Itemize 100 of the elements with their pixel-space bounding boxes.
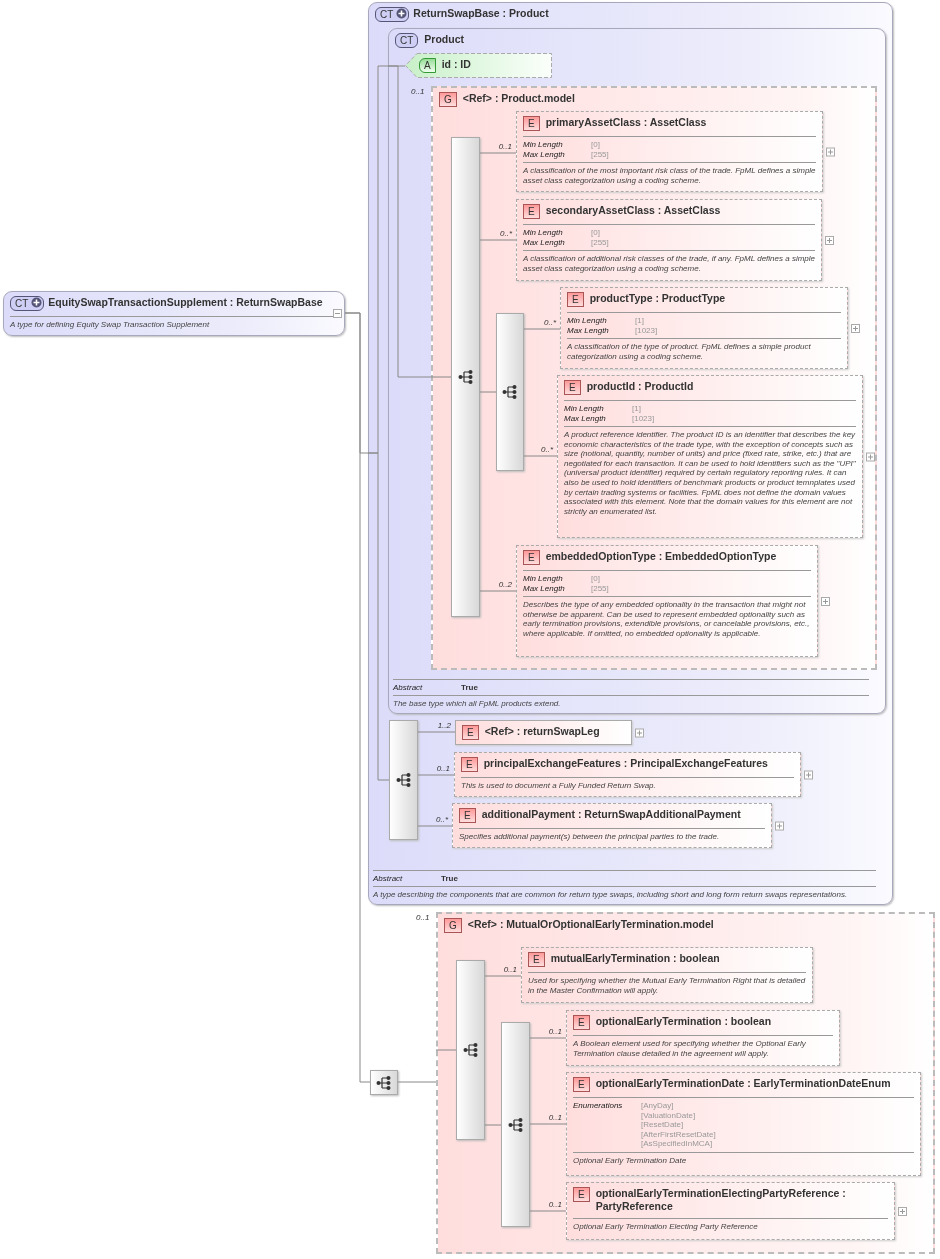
element-name: ReturnSwapBase : Product: [413, 7, 549, 20]
connector-line: [479, 239, 517, 241]
cardinality-label: 0..1: [411, 87, 425, 96]
element-name: Product: [424, 33, 464, 46]
description: This is used to document a Fully Funded Return Swap.: [461, 781, 657, 791]
connector-line: [367, 452, 390, 781]
property-value: [0]: [591, 228, 600, 238]
type-badge: E: [523, 116, 540, 131]
description: A type for defining Equity Swap Transaction Supplement: [10, 320, 211, 330]
element-box: [516, 111, 823, 192]
type-badge: E: [462, 725, 479, 740]
element-name: principalExchangeFeatures : PrincipalExchangeFeatures: [483, 757, 768, 770]
property-value: [255]: [591, 149, 609, 159]
element-box: [566, 1072, 921, 1176]
property-value: [ValuationDate]: [641, 1110, 697, 1120]
complex-type-box: [368, 2, 893, 905]
element-box: [516, 199, 822, 281]
element-name: optionalEarlyTerminationDate : EarlyTerminationDateEnum: [595, 1077, 891, 1090]
cardinality-label: 0..*: [436, 815, 448, 824]
element-name: embeddedOptionType : EmbeddedOptionType: [545, 550, 777, 563]
type-badge: G: [444, 918, 462, 933]
type-badge: E: [573, 1077, 590, 1092]
property-value: [AnyDay]: [641, 1101, 675, 1111]
property-value: [ResetDate]: [641, 1120, 685, 1130]
description: Optional Early Termination Date: [573, 1155, 688, 1166]
cardinality-label: 0..1: [498, 142, 512, 151]
element-box: [455, 720, 632, 745]
type-badge: E: [573, 1015, 590, 1030]
description: A product reference identifier. The product ID is an identifier that describes the key economic characteristics of the trade type, with the exception of concepts such as size (notional, quantity, number of units) and price (fixed rate, strike, etc.) that are negotiated for each transaction. It can be used to hold identifiers such as the "UPI" (universal product identifier) required by certain regulatory reporting rules. It can also be used to hold identifiers of benchmark products or product temnplates used by certain trading systems or facilities. FpML does not define the domain values associated with this element. Note that the domain values for this element are not strictly an enumerated list.: [564, 430, 856, 517]
connector-line: [397, 1081, 437, 1083]
element-name: primaryAssetClass : AssetClass: [545, 116, 707, 129]
description: A classification of additional risk classes of the trade, if any. FpML defines a simple asset class categorization using a coding scheme.: [523, 254, 815, 274]
connector-line: [479, 152, 517, 154]
type-badge: CT: [395, 33, 419, 48]
property-label: Max Length: [523, 237, 566, 247]
description: A Boolean element used for specifying whether the Optional Early Termination clause detailed in the agreement will apply.: [573, 1039, 807, 1059]
connector-line: [430, 376, 452, 378]
attribute-box: [405, 53, 552, 78]
property-value: [AfterFirstResetDate]: [641, 1129, 716, 1139]
description: A type describing the components that are common for return type swaps, including short and long form return swaps representations.: [373, 890, 849, 900]
type-badge: E: [523, 550, 540, 565]
cardinality-label: 0..1: [436, 764, 450, 773]
connector-line: [479, 590, 517, 592]
element-name: mutualEarlyTermination : boolean: [550, 952, 720, 965]
sequence-bar: [370, 1070, 398, 1095]
group-box: [436, 912, 935, 1254]
description: Used for specifying whether the Mutual Early Termination Right that is detailed in the Master Confirmation will apply.: [528, 976, 806, 996]
property-label: Enumerations: [573, 1101, 624, 1112]
property-label: Max Length: [567, 325, 610, 335]
element-name: id : ID: [441, 58, 471, 71]
property-value: True: [441, 873, 458, 884]
connector-line: [484, 975, 522, 977]
element-box: [566, 1182, 895, 1240]
connector-line: [417, 774, 455, 776]
element-box: [521, 947, 813, 1003]
connector-line: [417, 731, 456, 733]
cardinality-label: 1..2: [437, 721, 451, 730]
element-name: secondaryAssetClass : AssetClass: [545, 204, 721, 217]
cardinality-label: 0..1: [548, 1113, 562, 1122]
type-badge: E: [573, 1187, 590, 1202]
description: The base type which all FpML products extend.: [393, 699, 562, 709]
cardinality-label: 0..1: [416, 913, 430, 922]
sequence-bar: [501, 1022, 530, 1227]
property-label: Abstract: [373, 873, 404, 884]
complex-type-box: [388, 28, 886, 714]
property-label: Min Length: [523, 228, 564, 238]
type-badge: E: [459, 808, 476, 823]
sequence-bar: [456, 960, 485, 1140]
cardinality-label: 0..1: [548, 1027, 562, 1036]
description: A classification of the most important risk class of the trade. FpML defines a simple asset class categorization using a coding scheme.: [523, 166, 816, 186]
property-label: Abstract: [393, 682, 424, 693]
element-name: <Ref> : MutualOrOptionalEarlyTermination.model: [467, 918, 714, 931]
cardinality-label: 0..*: [500, 229, 512, 238]
connector-line: [529, 1210, 567, 1212]
element-box: [566, 1010, 840, 1066]
property-value: [255]: [591, 237, 609, 247]
connector-line: [529, 1123, 567, 1125]
type-badge: E: [461, 757, 478, 772]
description: Specifies additional payment(s) between the principal parties to the trade.: [459, 832, 721, 842]
sequence-bar: [496, 313, 524, 471]
property-label: Max Length: [564, 413, 607, 423]
property-value: [AsSpecifiedInMCA]: [641, 1139, 714, 1149]
property-value: [1023]: [632, 413, 655, 423]
cardinality-label: 0..1: [548, 1200, 562, 1209]
element-box: [454, 752, 801, 797]
property-label: Min Length: [523, 140, 564, 150]
property-label: Max Length: [523, 583, 566, 593]
element-box: [516, 545, 818, 657]
property-label: Max Length: [523, 149, 566, 159]
connector-line: [479, 391, 497, 393]
property-label: Min Length: [523, 574, 564, 584]
property-value: [1]: [635, 316, 644, 326]
type-badge: E: [564, 380, 581, 395]
cardinality-label: 0..2: [498, 580, 512, 589]
element-name: <Ref> : Product.model: [462, 92, 575, 105]
element-box: [560, 287, 848, 369]
property-value: [1023]: [635, 325, 658, 335]
connector-line: [523, 455, 558, 457]
description: Describes the type of any embedded optionality in the transaction that might not otherwise be apparent. Can be used to represent embedded optionality such as early termination provisions, extendible provisions, or cancelable provisions, etc., where applicable. If omitted, no embedded optionality is applicable.: [523, 600, 811, 639]
complex-type-box: [3, 291, 345, 336]
